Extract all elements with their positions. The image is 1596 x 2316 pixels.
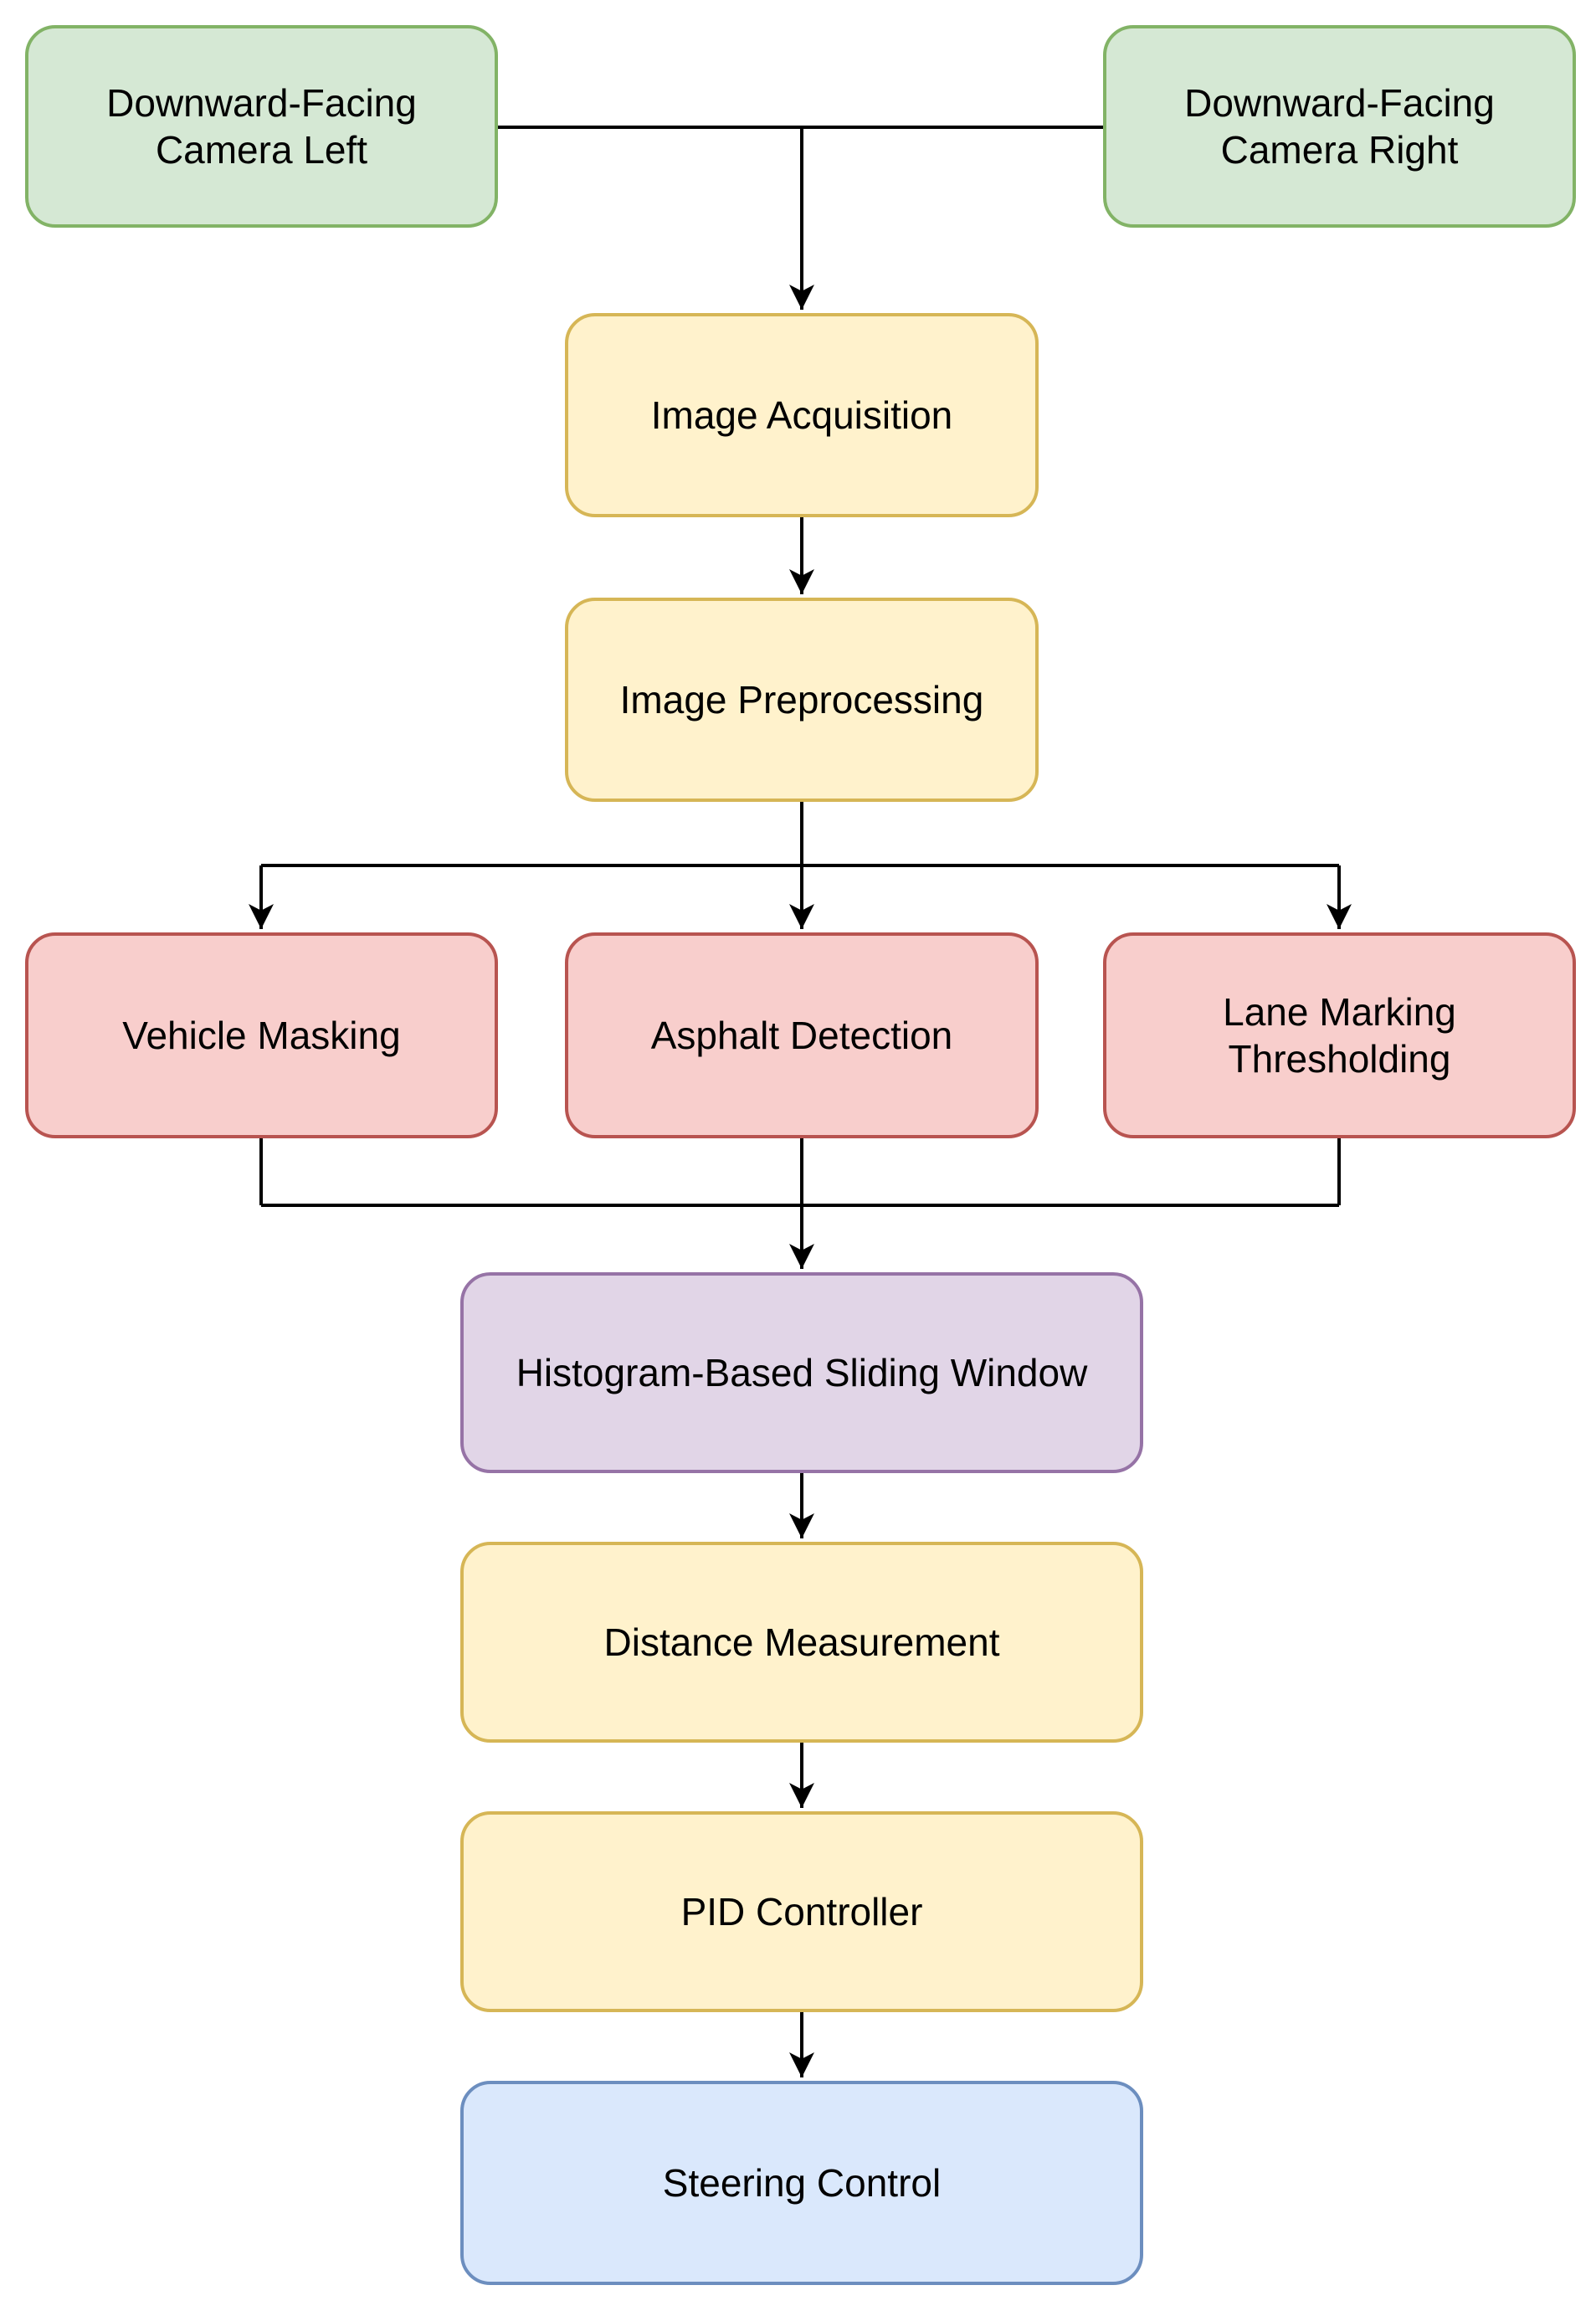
node-camera-left-label: Downward-Facing Camera Left xyxy=(106,80,417,172)
node-image-acquisition-label: Image Acquisition xyxy=(650,393,953,437)
node-vehicle-masking: Vehicle Masking xyxy=(25,932,498,1138)
node-lane-marking-thresholding: Lane Marking Thresholding xyxy=(1103,932,1576,1138)
node-camera-right: Downward-Facing Camera Right xyxy=(1103,25,1576,228)
node-histogram-based-sliding-window: Histogram-Based Sliding Window xyxy=(460,1272,1143,1473)
node-histogram-based-sliding-window-label: Histogram-Based Sliding Window xyxy=(516,1350,1088,1394)
node-camera-left: Downward-Facing Camera Left xyxy=(25,25,498,228)
node-distance-measurement: Distance Measurement xyxy=(460,1542,1143,1743)
node-asphalt-detection-label: Asphalt Detection xyxy=(650,1013,953,1057)
node-image-preprocessing: Image Preprocessing xyxy=(565,598,1039,802)
node-lane-marking-thresholding-label: Lane Marking Thresholding xyxy=(1223,989,1456,1081)
node-steering-control: Steering Control xyxy=(460,2081,1143,2285)
node-image-acquisition: Image Acquisition xyxy=(565,313,1039,517)
node-distance-measurement-label: Distance Measurement xyxy=(603,1620,1000,1664)
node-pid-controller-label: PID Controller xyxy=(680,1889,923,1933)
node-image-preprocessing-label: Image Preprocessing xyxy=(619,677,984,722)
node-pid-controller: PID Controller xyxy=(460,1811,1143,2012)
node-steering-control-label: Steering Control xyxy=(662,2160,942,2205)
node-asphalt-detection: Asphalt Detection xyxy=(565,932,1039,1138)
node-vehicle-masking-label: Vehicle Masking xyxy=(122,1013,401,1057)
node-camera-right-label: Downward-Facing Camera Right xyxy=(1184,80,1495,172)
